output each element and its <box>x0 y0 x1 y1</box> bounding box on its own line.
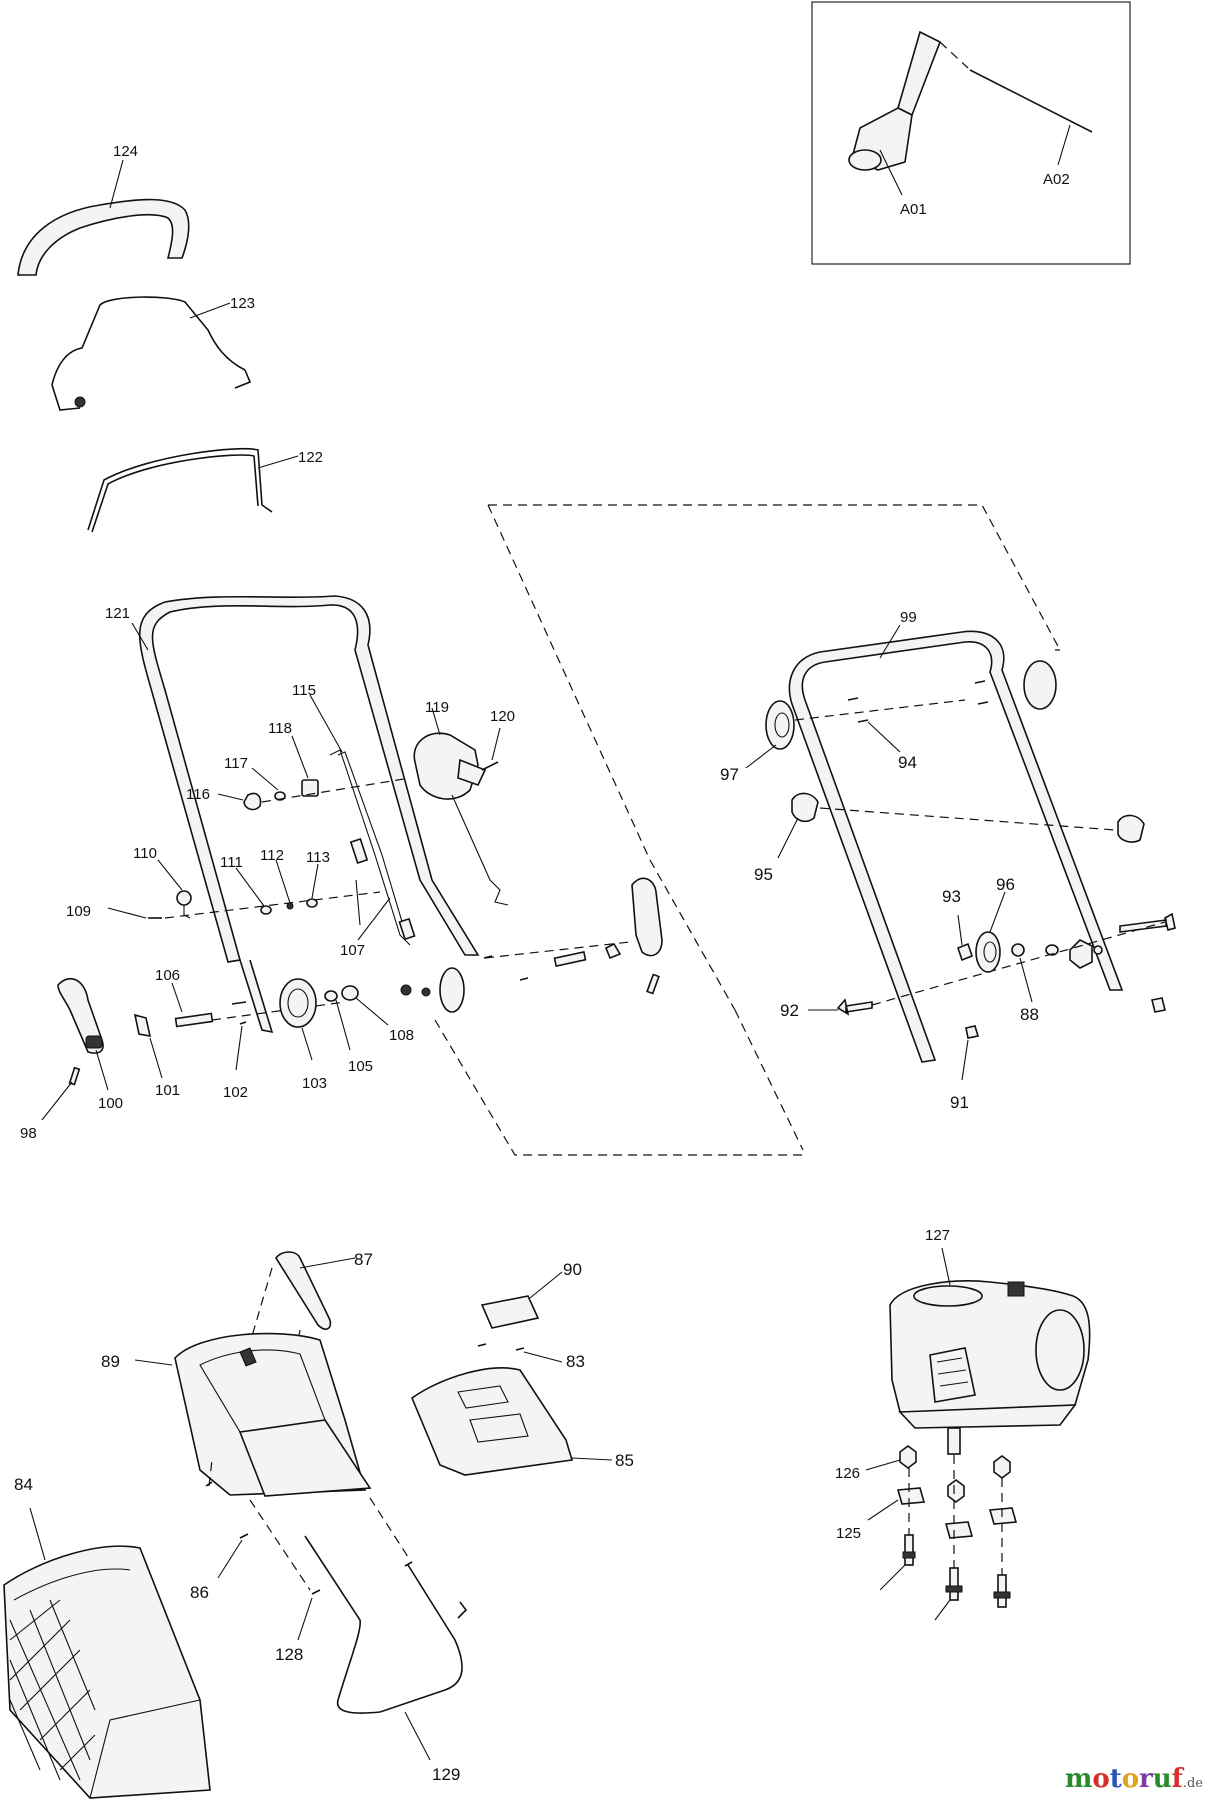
part-104-bolt <box>174 1012 214 1028</box>
label-93: 92 <box>780 1001 799 1020</box>
part-91-cover-cap <box>480 1295 540 1329</box>
label-91: 90 <box>563 1260 582 1279</box>
part-118-clip <box>301 779 319 797</box>
label-121: 121 <box>105 605 130 622</box>
label-100: 99 <box>900 609 917 626</box>
label-113: 113 <box>306 849 330 866</box>
label-111: 111 <box>220 854 243 871</box>
label-92: 91 <box>950 1093 969 1112</box>
part-96-nut <box>1011 943 1025 957</box>
label-108: 108 <box>389 1027 414 1044</box>
label-109: 109 <box>66 903 91 920</box>
part-a01-socket-tool <box>848 30 942 171</box>
tool-inset-box <box>811 1 1131 265</box>
label-117: 117 <box>224 755 248 772</box>
part-113-nut <box>306 898 318 908</box>
label-89: 85 <box>615 1451 634 1470</box>
part-83-grass-bag <box>3 1545 211 1799</box>
label-127: 125 <box>836 1525 861 1542</box>
part-122-upper-bar <box>87 447 273 533</box>
label-119: 119 <box>425 699 449 716</box>
label-90: 83 <box>566 1352 585 1371</box>
part-106-height-wheel <box>279 978 317 1028</box>
label-97: 95 <box>754 865 773 884</box>
part-112-nut <box>286 902 294 910</box>
label-87: 89 <box>101 1352 120 1371</box>
label-122: 122 <box>298 449 323 466</box>
label-94: 93 <box>942 887 961 906</box>
part-87-bag-frame <box>174 1332 372 1497</box>
bag-mesh-pattern <box>9 1599 96 1781</box>
label-102: 100 <box>98 1095 123 1112</box>
part-92-cap <box>965 1025 980 1039</box>
part-108-nut <box>341 985 359 1001</box>
label-99: 94 <box>898 753 917 772</box>
part-103-plate <box>133 1013 152 1038</box>
part-127-washer <box>896 1487 926 1505</box>
label-120: 120 <box>490 708 515 725</box>
part-90-screw <box>515 1347 525 1351</box>
label-a02: A02 <box>1043 171 1070 188</box>
label-123: 123 <box>230 295 255 312</box>
label-114: 107 <box>340 942 365 959</box>
part-117-washer <box>274 791 286 801</box>
label-105: 102 <box>223 1084 248 1101</box>
label-103: 101 <box>155 1082 180 1099</box>
part-85-screw <box>404 1561 413 1567</box>
part-119-engine-control <box>413 732 509 906</box>
part-126-bolt <box>902 1534 916 1566</box>
part-88-bag-handle <box>275 1251 332 1330</box>
label-95: 96 <box>996 875 1015 894</box>
label-112: 112 <box>260 847 284 864</box>
label-85: 128 <box>275 1645 303 1664</box>
part-100-lower-handle <box>788 630 1124 1063</box>
part-101-pin <box>68 1066 81 1086</box>
part-a02-rod <box>939 41 1093 133</box>
motoruf-watermark: motoruf.de <box>1064 1764 1203 1794</box>
part-123-operator-bail <box>51 296 252 411</box>
part-116-cap <box>243 792 262 811</box>
label-110: 110 <box>133 845 157 862</box>
part-110-spring-clip <box>176 890 192 919</box>
part-97-cable-clip <box>791 792 819 823</box>
part-98-knob <box>765 700 795 750</box>
label-118: 118 <box>268 720 292 737</box>
label-104: 106 <box>155 967 180 984</box>
part-105-screw <box>239 1021 247 1025</box>
label-83: 84 <box>14 1475 33 1494</box>
label-98: 97 <box>720 765 739 784</box>
part-93-bolt <box>836 998 873 1016</box>
label-128: 126 <box>835 1465 860 1482</box>
part-107-washer <box>324 990 338 1002</box>
label-84: 129 <box>432 1765 460 1784</box>
label-115: 115 <box>292 682 316 699</box>
label-129: 127 <box>925 1227 950 1244</box>
label-107: 105 <box>348 1058 373 1075</box>
part-102-lever <box>57 977 104 1054</box>
part-124-handle-grip <box>17 198 190 276</box>
label-106: 103 <box>302 1075 327 1092</box>
label-86: 86 <box>190 1583 209 1602</box>
part-115-cable <box>329 749 416 946</box>
label-124: 124 <box>113 143 138 160</box>
part-95-height-adjust-knob <box>975 931 1001 973</box>
label-116: 116 <box>186 786 210 803</box>
label-a01: A01 <box>900 201 927 218</box>
label-88: 87 <box>354 1250 373 1269</box>
label-96: 88 <box>1020 1005 1039 1024</box>
part-86-screw <box>239 1533 249 1539</box>
label-101: 98 <box>20 1125 37 1142</box>
part-125-bolt <box>945 1567 963 1601</box>
part-128-nut <box>899 1445 917 1469</box>
detail-region-outline <box>434 504 1061 1156</box>
part-94-nut <box>957 942 973 962</box>
part-121-upper-handle <box>138 595 480 1034</box>
part-84-bag-frame-rod <box>304 1535 468 1714</box>
part-129-engine <box>889 1280 1091 1455</box>
part-89-rear-flap <box>411 1367 574 1476</box>
part-111-washer <box>260 905 272 915</box>
